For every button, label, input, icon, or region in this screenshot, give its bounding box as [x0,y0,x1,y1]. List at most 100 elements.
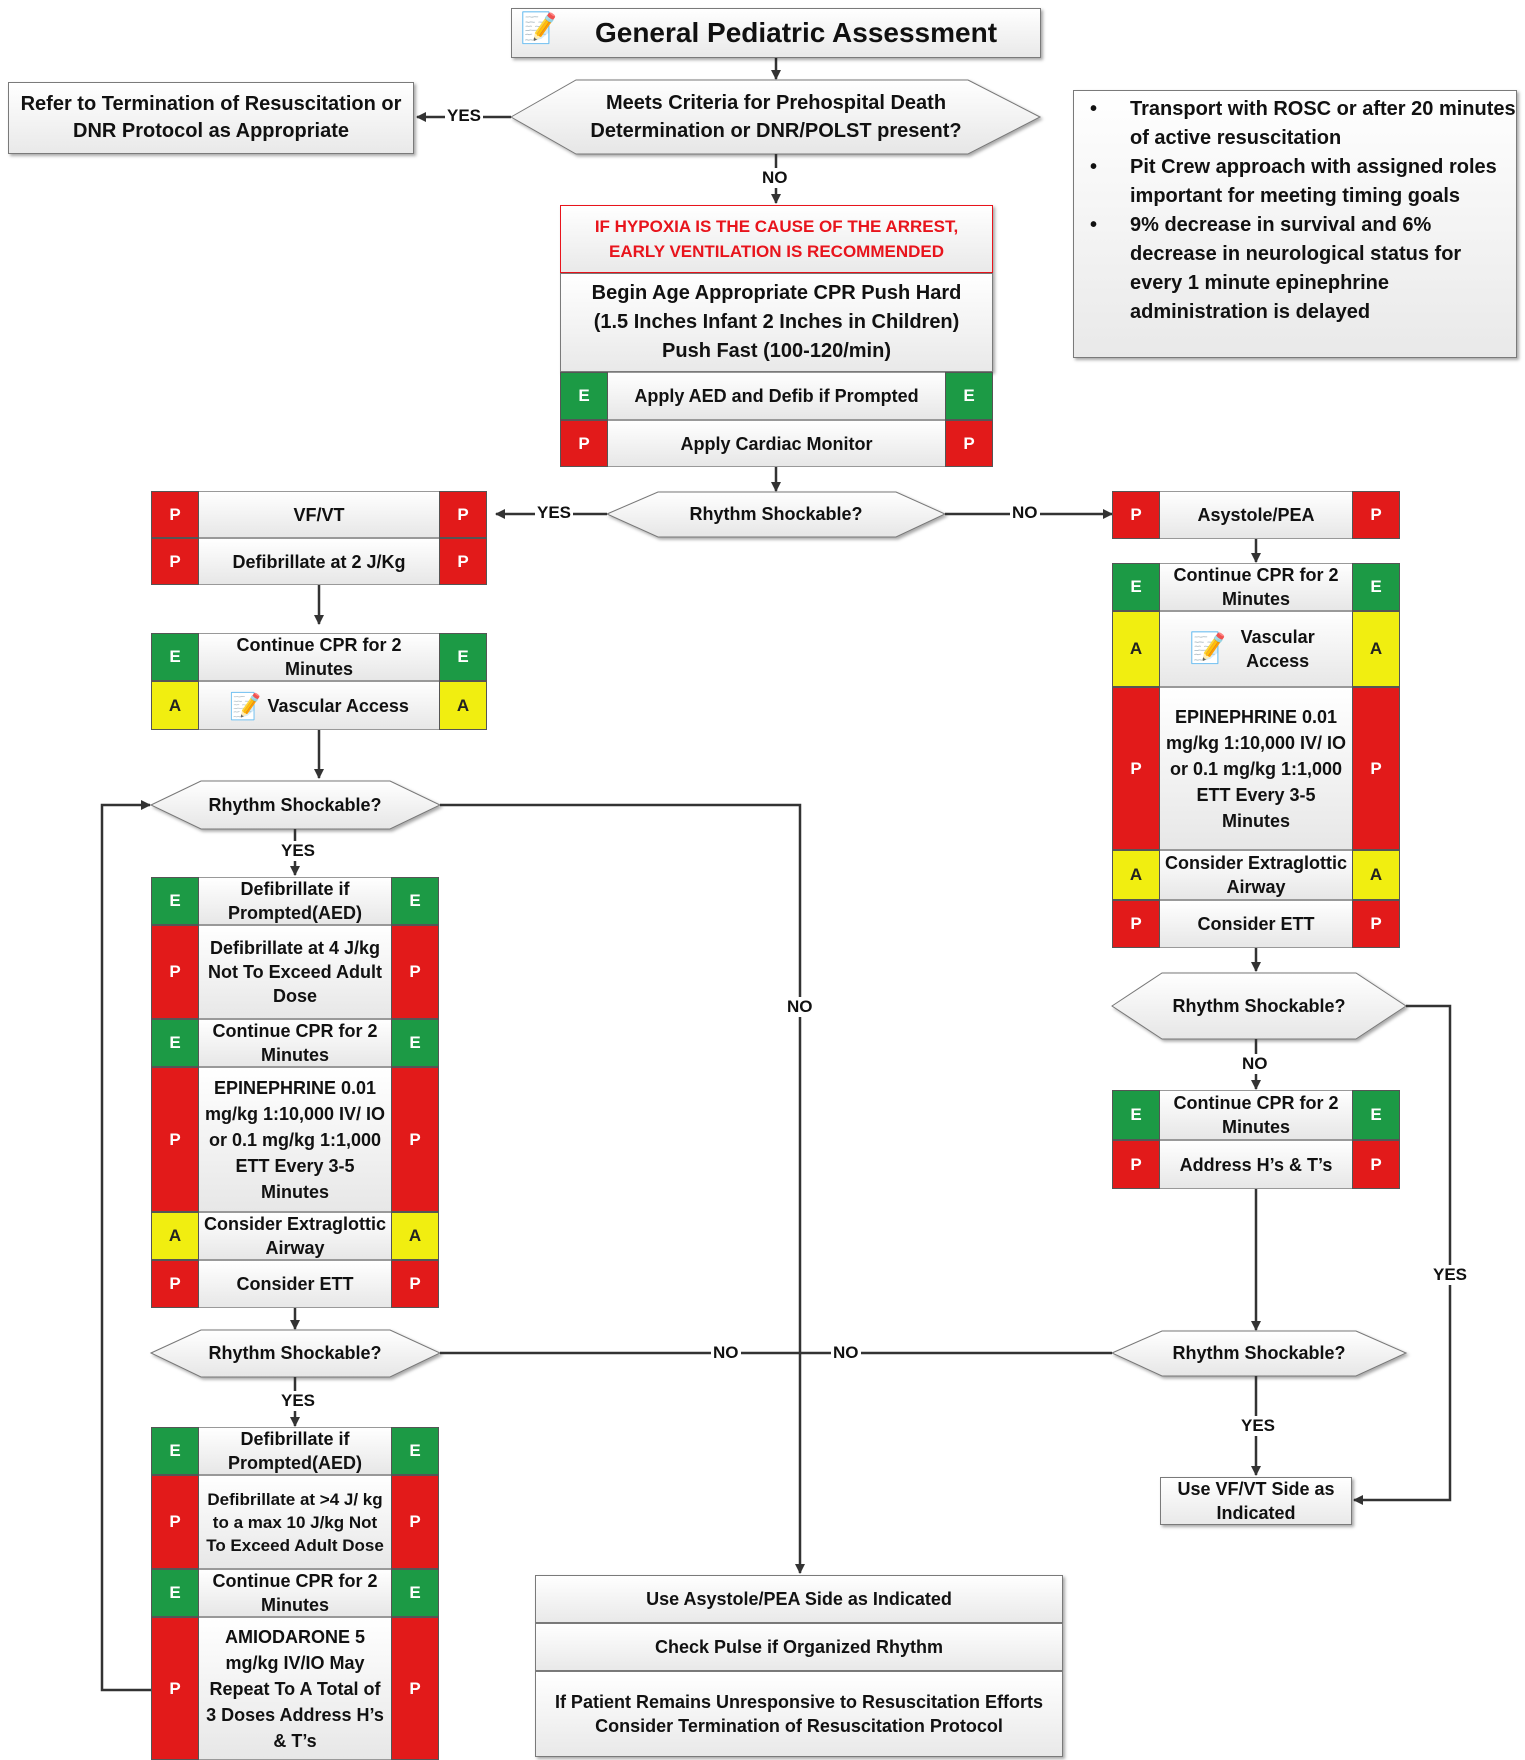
right-ett-step: Consider ETT [1160,900,1352,948]
level-p-badge: P [151,491,199,538]
page-title: General Pediatric Assessment [594,17,998,48]
address-hs-ts-step: Address H’s & T’s [1160,1140,1352,1189]
decision-criteria-shape [509,79,1042,155]
level-e-badge: E [391,1569,439,1617]
level-e-badge: E [151,1427,199,1475]
clipboard-icon: 📝 [520,12,558,45]
left-cpr-step-3: Continue CPR for 2 Minutes [199,1569,391,1617]
label-yes-right2: YES [1239,1416,1278,1436]
level-a-badge: A [1352,611,1400,687]
refer-termination-box: Refer to Termination of Resuscitation or… [8,82,414,154]
left-cpr-step: Continue CPR for 2 Minutes [199,633,439,681]
level-p-badge: P [1112,687,1160,850]
level-p-badge: P [1352,1140,1400,1189]
label-yes-right1: YES [1431,1265,1470,1285]
level-p-badge: P [151,1067,199,1212]
right-vascular-step: 📝 Vascular Access [1160,611,1352,687]
left-cpr-step-2: Continue CPR for 2 Minutes [199,1019,391,1067]
clipboard-icon: 📝 [1189,632,1227,665]
level-a-badge: A [1112,850,1160,900]
defib-2jkg-step: Defibrillate at 2 J/Kg [199,538,439,585]
level-p-badge: P [1352,900,1400,948]
use-vfvt-box: Use VF/VT Side as Indicated [1160,1477,1352,1525]
level-p-badge: P [1112,491,1160,539]
begin-cpr-box: Begin Age Appropriate CPR Push Hard (1.5… [560,273,993,372]
defib-max-step: Defibrillate at >4 J/ kg to a max 10 J/k… [199,1475,391,1569]
decision-shockable-main: Rhythm Shockable? [689,504,863,524]
left-vascular-label: Vascular Access [267,695,409,716]
defib-prompted-step-2: Defibrillate if Prompted(AED) [199,1427,391,1475]
level-p-badge: P [1112,900,1160,948]
right-epinephrine-step: EPINEPHRINE 0.01 mg/kg 1:10,000 IV/ IO o… [1160,687,1352,850]
decision-shockable-right1: Rhythm Shockable? [1172,995,1346,1016]
label-yes-left2: YES [279,1391,318,1411]
level-e-badge: E [560,372,608,420]
note-item: Transport with ROSC or after 20 minutes … [1090,95,1516,153]
note-item: Pit Crew approach with assigned roles im… [1090,153,1516,211]
level-a-badge: A [1112,611,1160,687]
decision-shockable-right2: Rhythm Shockable? [1172,1343,1346,1363]
level-e-badge: E [1112,1090,1160,1140]
level-e-badge: E [1112,563,1160,611]
right-cpr-step: Continue CPR for 2 Minutes [1160,563,1352,611]
label-no-right1: NO [1240,1054,1270,1074]
level-e-badge: E [1352,1090,1400,1140]
level-p-badge: P [391,1475,439,1569]
label-yes-criteria: YES [445,106,484,126]
hypoxia-note: IF HYPOXIA IS THE CAUSE OF THE ARREST, E… [560,205,993,273]
check-pulse-box: Check Pulse if Organized Rhythm [535,1623,1063,1671]
left-epinephrine-step: EPINEPHRINE 0.01 mg/kg 1:10,000 IV/ IO o… [199,1067,391,1212]
level-p-badge: P [151,1260,199,1308]
level-p-badge: P [439,538,487,585]
level-a-badge: A [391,1212,439,1260]
label-no-criteria: NO [760,168,790,188]
level-p-badge: P [945,420,993,467]
level-p-badge: P [1352,491,1400,539]
decision-shockable-right2-shape [1110,1330,1408,1377]
level-e-badge: E [151,633,199,681]
level-e-badge: E [945,372,993,420]
level-p-badge: P [560,420,608,467]
level-a-badge: A [439,681,487,730]
amiodarone-step: AMIODARONE 5 mg/kg IV/IO May Repeat To A… [199,1617,391,1760]
vfvt-step: VF/VT [199,491,439,538]
level-p-badge: P [151,925,199,1019]
label-no-main: NO [1010,503,1040,523]
label-no-left2: NO [711,1343,741,1363]
notes-box: Transport with ROSC or after 20 minutes … [1073,90,1517,358]
label-no-left1: NO [785,997,815,1017]
defib-4jkg-step: Defibrillate at 4 J/kg Not To Exceed Adu… [199,925,391,1019]
level-p-badge: P [439,491,487,538]
level-p-badge: P [151,538,199,585]
left-vascular-step: 📝 Vascular Access [199,681,439,730]
level-p-badge: P [151,1617,199,1760]
right-vascular-label: Vascular Access [1240,627,1315,671]
title-box: 📝 General Pediatric Assessment [511,8,1041,58]
level-e-badge: E [391,877,439,925]
label-yes-left1: YES [279,841,318,861]
level-e-badge: E [151,877,199,925]
level-e-badge: E [439,633,487,681]
left-ett-step: Consider ETT [199,1260,391,1308]
termination-box: If Patient Remains Unresponsive to Resus… [535,1671,1063,1757]
level-a-badge: A [1352,850,1400,900]
use-asystole-box: Use Asystole/PEA Side as Indicated [535,1575,1063,1623]
level-e-badge: E [151,1019,199,1067]
note-item: 9% decrease in survival and 6% decrease … [1090,211,1516,327]
left-extraglottic-step: Consider Extraglottic Airway [199,1212,391,1260]
level-e-badge: E [391,1019,439,1067]
defib-prompted-step: Defibrillate if Prompted(AED) [199,877,391,925]
level-p-badge: P [391,925,439,1019]
level-e-badge: E [1352,563,1400,611]
decision-shockable-left1: Rhythm Shockable? [208,794,382,815]
level-e-badge: E [151,1569,199,1617]
level-p-badge: P [1112,1140,1160,1189]
level-a-badge: A [151,681,199,730]
level-p-badge: P [391,1260,439,1308]
decision-criteria: Meets Criteria for Prehospital Death Det… [590,92,962,142]
level-p-badge: P [391,1067,439,1212]
level-a-badge: A [151,1212,199,1260]
clipboard-icon: 📝 [229,690,262,721]
right-extraglottic-step: Consider Extraglottic Airway [1160,850,1352,900]
